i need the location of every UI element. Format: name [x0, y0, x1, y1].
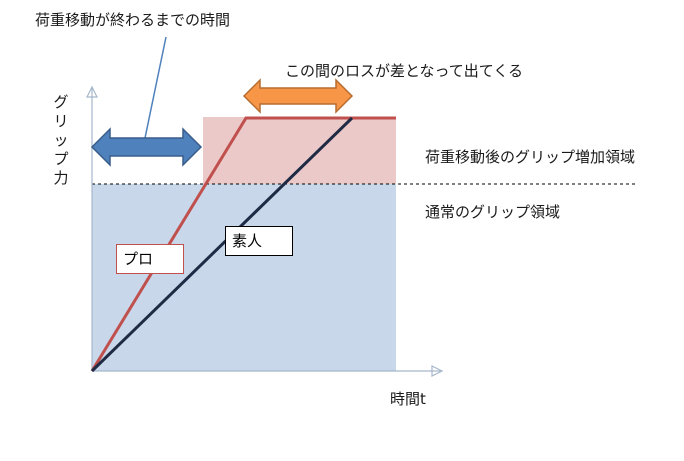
top-annotation: 荷重移動が終わるまでの時間 [35, 11, 231, 29]
double-arrow-orange-icon [242, 78, 354, 114]
normal-region-label: 通常のグリップ領域 [425, 203, 561, 221]
enhanced-grip-region [203, 117, 396, 184]
amateur-line [90, 116, 354, 373]
x-axis-arrowhead [431, 365, 444, 377]
amateur-label-box: 素人 [225, 226, 293, 256]
double-arrow-blue-icon [90, 127, 203, 167]
y-axis-label: グ リ ッ プ 力 [53, 93, 69, 187]
pro-label-box: プロ [116, 244, 184, 274]
loss-annotation: この間のロスが差となって出てくる [285, 62, 524, 80]
pro-line [90, 116, 396, 372]
enhanced-region-label: 荷重移動後のグリップ増加領域 [425, 148, 636, 166]
y-axis-arrowhead [86, 85, 98, 98]
x-axis-label: 時間t [390, 390, 426, 408]
callout-line [144, 36, 167, 139]
normal-grip-region [92, 184, 396, 371]
